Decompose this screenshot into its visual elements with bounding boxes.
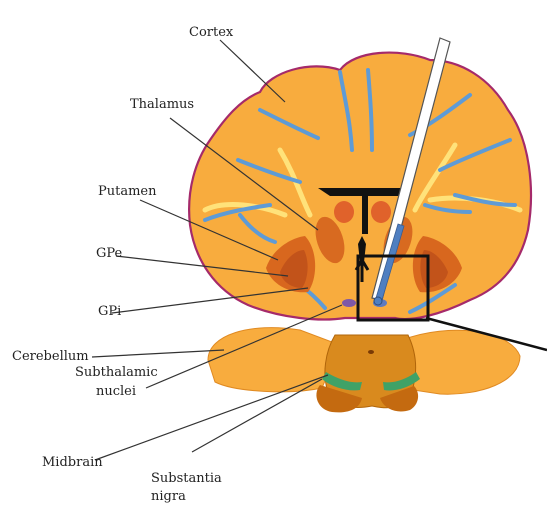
cerebellum-left [208,328,340,392]
cerebellum-right [400,330,520,394]
label-cortex: Cortex [189,25,233,41]
label-gpi: GPi [98,304,121,320]
label-substantia-line1: Substantia [151,471,222,487]
label-cerebellum: Cerebellum [12,349,89,365]
label-thalamus: Thalamus [130,97,194,113]
cerebrum-body [189,53,531,320]
label-substantia-line2: nigra [151,489,186,505]
aqueduct [368,350,374,354]
stn-left [342,299,356,307]
caudate-right [371,201,391,223]
label-subthalamic-line1: Subthalamic [75,365,158,381]
label-gpe: GPe [96,246,122,262]
caudate-left [334,201,354,223]
label-subthalamic-line2: nuclei [96,384,136,400]
label-putamen: Putamen [98,184,157,200]
label-midbrain: Midbrain [42,455,103,471]
